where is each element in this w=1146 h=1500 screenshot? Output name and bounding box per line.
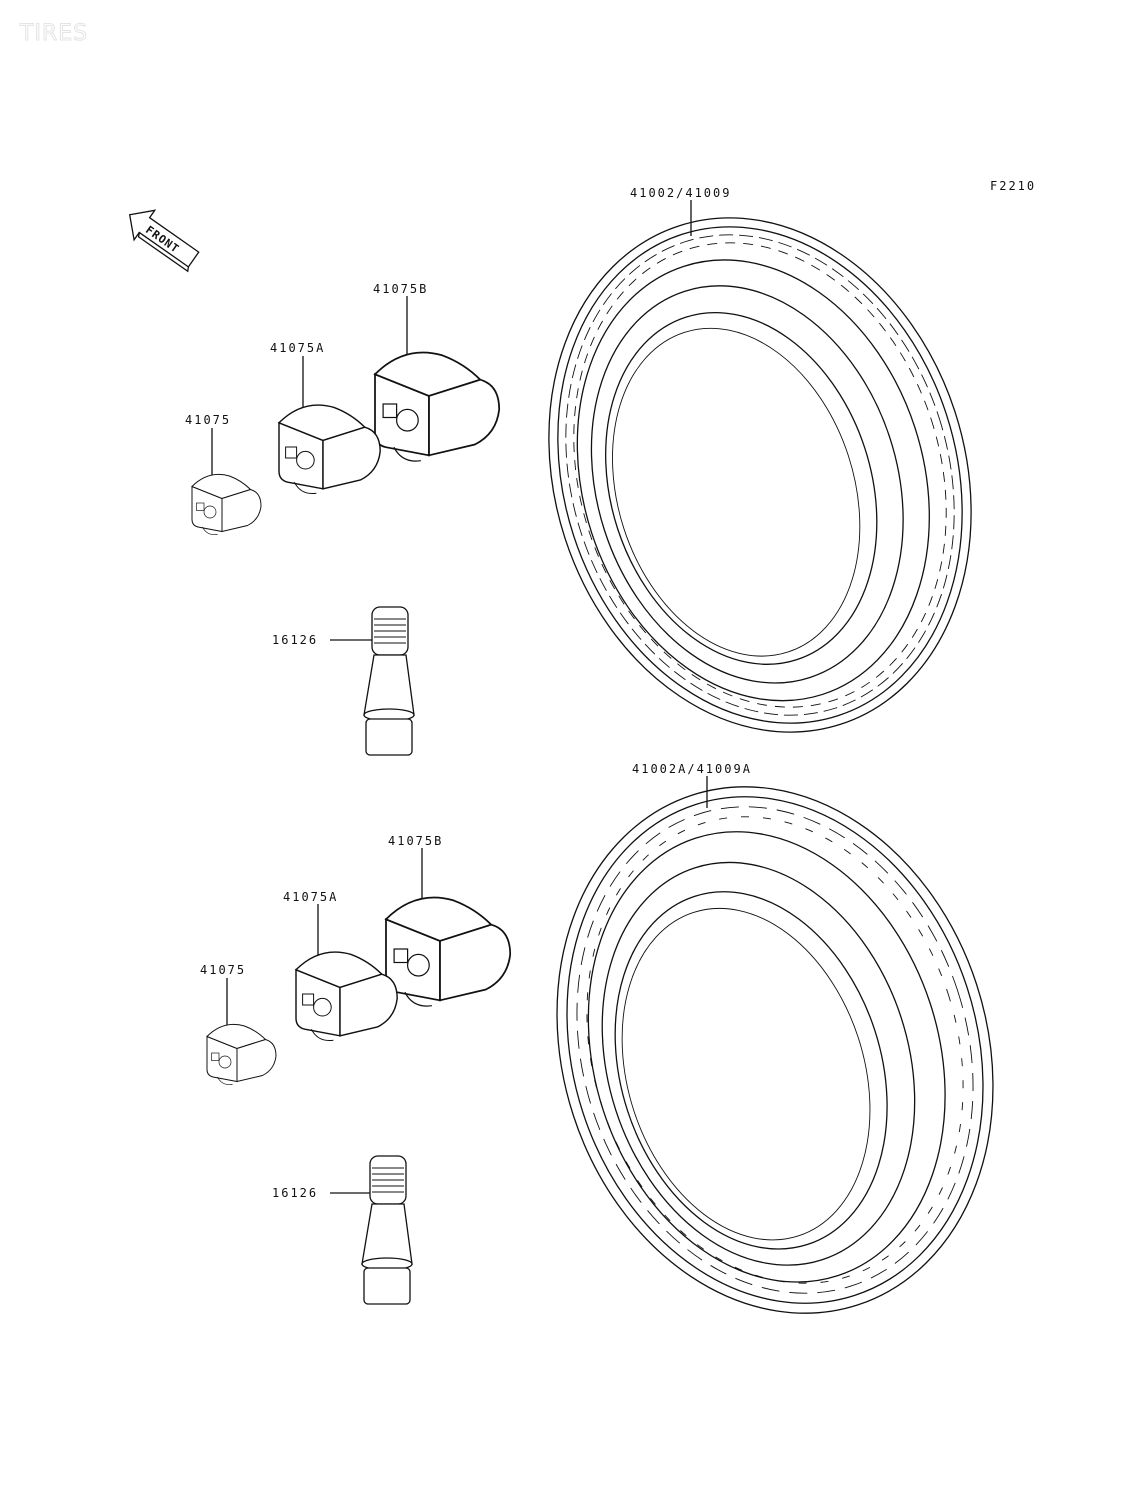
front-tire [548, 217, 972, 733]
lower-balance-weight-a [295, 951, 398, 1042]
lower-valve-stem [361, 1155, 413, 1305]
upper-balance-weight-b [374, 351, 501, 462]
lower-valve-part-number: 16126 [272, 1186, 318, 1200]
rear-tire [556, 786, 994, 1314]
lower-balance-weight [206, 1023, 277, 1086]
front-arrow-icon: FRONT [128, 209, 200, 273]
figure-code: F2210 [990, 179, 1036, 193]
upper-balance-weight [191, 473, 262, 536]
upper-tire-part-number: 41002/41009 [630, 186, 731, 200]
upper-weight-part-number: 41075 [185, 413, 231, 427]
upper-valve-stem [363, 606, 415, 756]
upper-balance-weight-a [278, 404, 381, 495]
lower-balance-weight-b [385, 896, 512, 1007]
upper-valve-part-number: 16126 [272, 633, 318, 647]
lower-tire-part-number: 41002A/41009A [632, 762, 752, 776]
section-watermark: TIRES [19, 21, 88, 46]
upper-weight-b-part-number: 41075B [373, 282, 428, 296]
lower-weight-part-number: 41075 [200, 963, 246, 977]
lower-weight-a-part-number: 41075A [283, 890, 338, 904]
upper-weight-a-part-number: 41075A [270, 341, 325, 355]
lower-weight-b-part-number: 41075B [388, 834, 443, 848]
